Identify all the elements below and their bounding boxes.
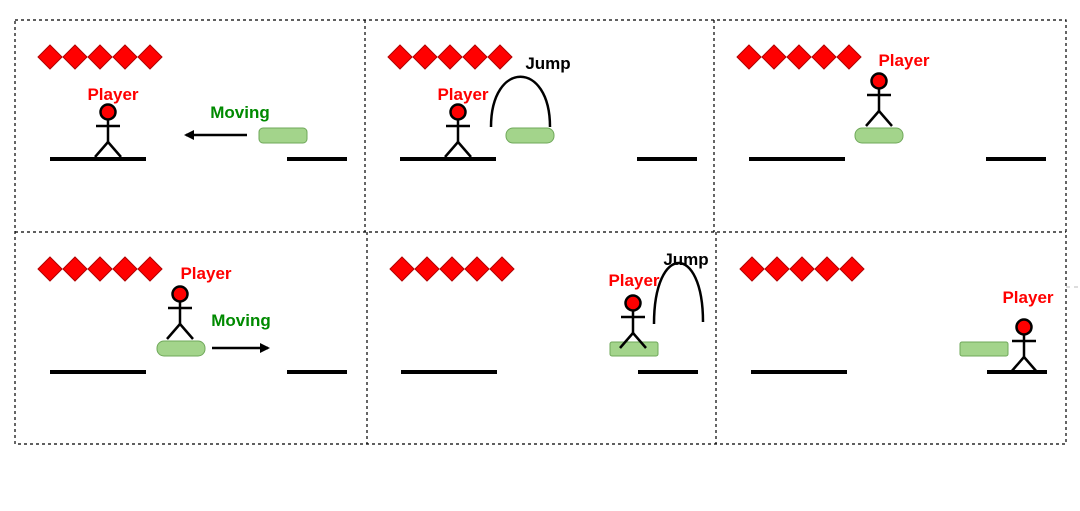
stick-figure-icon	[865, 72, 893, 127]
red-diamond-icon	[137, 44, 163, 70]
lives-row	[387, 44, 513, 70]
lives-row	[739, 256, 865, 282]
red-diamond-icon	[62, 44, 88, 70]
red-diamond-icon	[387, 44, 413, 70]
red-diamond-icon	[489, 256, 515, 282]
red-diamond-icon	[112, 44, 138, 70]
red-diamond-icon	[412, 44, 438, 70]
red-diamond-icon	[761, 44, 787, 70]
red-diamond-icon	[786, 44, 812, 70]
red-diamond-icon	[839, 256, 865, 282]
jump-label: Jump	[525, 54, 570, 73]
figure-head	[99, 103, 117, 121]
red-diamond-icon	[87, 44, 113, 70]
red-diamond-icon	[789, 256, 815, 282]
player-label: Player	[87, 85, 138, 104]
figure-leg	[179, 323, 194, 340]
stick-figure-icon	[166, 285, 194, 340]
figure-leg	[632, 332, 647, 349]
panel-4: Player Moving	[37, 256, 347, 374]
jump-label: Jump	[663, 250, 708, 269]
player-label: Player	[1002, 288, 1053, 307]
figure-leg	[619, 332, 634, 349]
red-diamond-icon	[736, 44, 762, 70]
figure-leg	[878, 110, 893, 127]
moving-label: Moving	[210, 103, 270, 122]
red-diamond-icon	[439, 256, 465, 282]
red-diamond-icon	[37, 44, 63, 70]
stick-figure-icon	[1010, 318, 1038, 373]
storyboard-frame	[14, 19, 1067, 445]
player-label: Player	[608, 271, 659, 290]
panel-1: Player Moving	[37, 44, 347, 161]
moving-platform	[609, 341, 659, 357]
red-diamond-icon	[87, 256, 113, 282]
figure-head	[449, 103, 467, 121]
figure-leg	[865, 110, 880, 127]
player-label: Player	[180, 264, 231, 283]
jump-arc-icon	[489, 75, 552, 128]
jump-arc-icon	[652, 261, 705, 325]
red-diamond-icon	[464, 256, 490, 282]
red-diamond-icon	[389, 256, 415, 282]
red-diamond-icon	[836, 44, 862, 70]
figure-leg	[94, 141, 109, 158]
figure-leg	[444, 141, 459, 158]
figure-leg	[107, 141, 122, 158]
red-diamond-icon	[814, 256, 840, 282]
stick-figure-icon	[94, 103, 122, 158]
figure-leg	[166, 323, 181, 340]
stick-figure-icon	[619, 294, 647, 349]
red-diamond-icon	[487, 44, 513, 70]
panel-5: Player Jump	[389, 250, 709, 374]
figure-head	[1015, 318, 1033, 336]
figure-leg	[1023, 356, 1038, 373]
red-diamond-icon	[62, 256, 88, 282]
lives-row	[736, 44, 862, 70]
moving-platform	[258, 127, 308, 144]
moving-platform	[156, 340, 206, 357]
figure-leg	[1010, 356, 1025, 373]
moving-label: Moving	[211, 311, 271, 330]
stick-figure-icon	[444, 103, 472, 158]
figure-head	[171, 285, 189, 303]
red-diamond-icon	[764, 256, 790, 282]
moving-platform	[505, 127, 555, 144]
moving-platform	[959, 341, 1009, 357]
red-diamond-icon	[112, 256, 138, 282]
moving-platform	[854, 127, 904, 144]
panel-2: Player Jump	[387, 44, 697, 161]
red-diamond-icon	[811, 44, 837, 70]
player-label: Player	[437, 85, 488, 104]
red-diamond-icon	[437, 44, 463, 70]
lives-row	[37, 256, 163, 282]
red-diamond-icon	[462, 44, 488, 70]
lives-row	[37, 44, 163, 70]
red-diamond-icon	[414, 256, 440, 282]
panel-3: Player	[736, 44, 1046, 161]
figure-leg	[457, 141, 472, 158]
red-diamond-icon	[137, 256, 163, 282]
red-diamond-icon	[37, 256, 63, 282]
player-label: Player	[878, 51, 929, 70]
red-diamond-icon	[739, 256, 765, 282]
panel-6: Player	[739, 256, 1054, 374]
figure-head	[624, 294, 642, 312]
lives-row	[389, 256, 515, 282]
figure-head	[870, 72, 888, 90]
